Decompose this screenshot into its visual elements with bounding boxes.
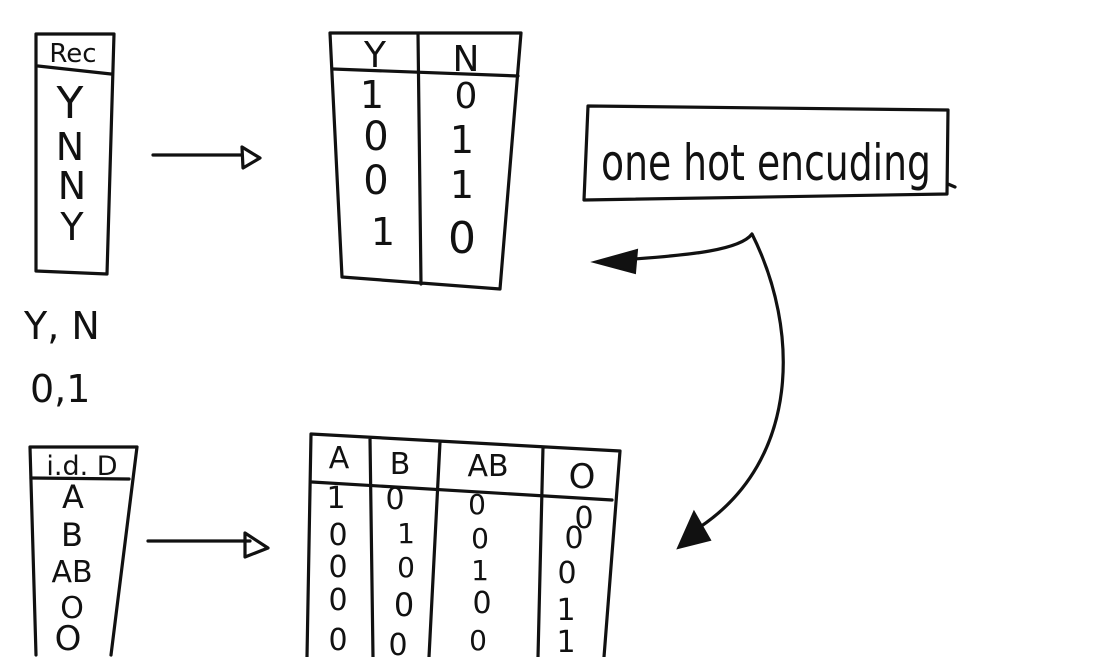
yn-table-cell: 1 (360, 73, 384, 117)
blood-onehot-cell: 0 (328, 623, 347, 657)
arrow-rec-to-onehot (151, 145, 262, 170)
blood-onehot-borders (305, 432, 622, 657)
blood-table-cell: O (55, 619, 82, 657)
blood-onehot-header-a: A (329, 441, 350, 476)
blood-table: i.d. D A B AB O O (28, 445, 139, 657)
blood-table-cell: B (61, 516, 83, 554)
yn-table-cell: 0 (363, 158, 388, 204)
yn-table-border (328, 31, 523, 291)
blood-table-cell: O (60, 591, 84, 626)
curved-arrow (590, 232, 785, 550)
note-categories: Y, N (23, 304, 100, 348)
blood-table-border (28, 445, 139, 657)
blood-onehot-cell: 0 (557, 556, 576, 591)
blood-table-cell: AB (51, 555, 92, 590)
yn-table-cell: 0 (448, 213, 476, 264)
yn-table-header-n: N (453, 39, 480, 80)
arrow-blood-to-onehot (146, 531, 270, 559)
yn-table-header-y: Y (363, 35, 387, 76)
encoding-label-box: one hot encuding (582, 104, 957, 202)
blood-onehot-cell: 0 (469, 624, 487, 657)
yn-table-cell: 1 (450, 163, 474, 207)
blood-onehot-cell: 0 (468, 488, 486, 521)
yn-table-header-rule (331, 67, 520, 78)
rec-table-header: Rec (49, 39, 96, 69)
arrow-head-left (590, 248, 639, 275)
note-binary: 0,1 (30, 367, 90, 411)
blood-onehot-cell: 0 (328, 518, 347, 553)
blood-onehot-cell: 0 (574, 501, 593, 536)
blood-onehot-cell: 0 (471, 522, 489, 555)
blood-onehot-cell: 0 (328, 583, 347, 618)
blood-onehot-cell: 1 (556, 625, 575, 657)
curved-arrow-path (632, 232, 785, 529)
blood-onehot-header-b: B (390, 447, 411, 482)
blood-onehot-header-o: O (569, 457, 596, 497)
rec-table: Rec Y N N Y (34, 32, 116, 276)
rec-table-cell: N (58, 164, 86, 208)
blood-table-header: i.d. D (46, 451, 117, 482)
blood-onehot-header-ab: AB (467, 449, 508, 484)
blood-onehot-cell: 0 (328, 550, 347, 585)
blood-onehot-cell: 1 (471, 554, 489, 587)
rec-table-cell: Y (56, 78, 84, 129)
blood-onehot-header-rule (310, 480, 614, 502)
blood-onehot-cell: 0 (388, 628, 407, 657)
yn-table-cell: 0 (455, 76, 478, 117)
blood-onehot-cell: 0 (385, 482, 404, 517)
blood-onehot-cell: 1 (556, 593, 575, 628)
yn-table-cell: 0 (363, 114, 388, 160)
blood-onehot-cell: 0 (394, 586, 414, 624)
blood-onehot-cell: 0 (472, 586, 491, 621)
yn-table-cell: 1 (450, 118, 474, 162)
encoding-label: one hot encuding (601, 134, 931, 192)
blood-onehot-cell: 0 (397, 551, 415, 584)
blood-table-cell: A (62, 478, 84, 516)
arrow-head-down (676, 509, 712, 550)
rec-table-border (34, 32, 116, 276)
arrow-head (240, 145, 262, 170)
yn-table: Y N 1 0 0 1 0 1 1 0 (328, 31, 523, 291)
arrow-head (243, 531, 270, 559)
rec-table-cell: Y (59, 205, 84, 249)
blood-onehot-cell: 1 (326, 481, 345, 516)
blood-onehot-cell: 1 (397, 517, 415, 550)
rec-table-header-rule (36, 64, 113, 76)
yn-table-cell: 1 (371, 210, 395, 254)
rec-table-cell: N (56, 125, 84, 169)
blood-onehot-cell: 0 (564, 521, 583, 556)
blood-onehot-table: A B AB O 1 0 0 0 0 0 1 0 0 0 0 0 1 0 0 0… (305, 432, 622, 657)
blood-table-header-rule (29, 476, 131, 481)
encoding-box-border (582, 104, 957, 202)
